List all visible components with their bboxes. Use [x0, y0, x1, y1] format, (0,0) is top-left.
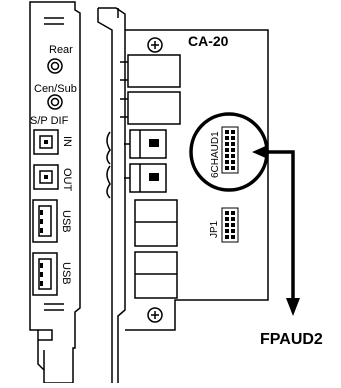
spdif-label: S/P DIF	[30, 115, 69, 127]
spdif-out-optical-port-icon	[33, 164, 59, 190]
usb-bottom-label: USB	[60, 262, 72, 285]
header-6chaud1-label: 6CHAUD1	[210, 131, 221, 178]
optical-connector-out	[106, 163, 167, 199]
screw-hole-top-icon	[147, 37, 163, 53]
pcb-board	[125, 29, 269, 331]
usb-top-label: USB	[60, 210, 72, 233]
spdif-in-label: IN	[61, 136, 73, 147]
callout-arrow-icon	[252, 145, 300, 316]
usb-port-top-pins	[40, 210, 43, 233]
header-jp1-outline	[221, 207, 239, 243]
cen-sub-label: Cen/Sub	[34, 83, 77, 95]
rear-audio-jack-icon	[47, 58, 63, 74]
pci-bracket-front	[29, 1, 81, 384]
spdif-in-optical-port-icon	[33, 129, 59, 155]
cen-sub-audio-jack-icon	[47, 94, 63, 110]
spdif-out-label: OUT	[61, 168, 73, 192]
pci-bracket-side	[97, 7, 126, 383]
usb-port-bottom-icon	[32, 252, 58, 296]
usb-port-bottom-pins	[40, 263, 43, 286]
audio-jack-block-rear	[120, 54, 181, 88]
spdif-out-core	[44, 175, 48, 179]
usb-connector-bottom-side	[134, 251, 178, 299]
callout-label: FPAUD2	[260, 331, 323, 348]
screw-hole-bottom-icon	[147, 307, 163, 323]
rear-label: Rear	[49, 44, 73, 56]
model-label: CA-20	[188, 33, 229, 49]
audio-jack-block-censub	[120, 91, 181, 125]
arrow-down-icon	[286, 298, 300, 316]
header-6chaud1-outline	[221, 126, 239, 174]
optical-connector-in-tab	[149, 139, 159, 147]
header-jp1-label: JP1	[209, 220, 220, 238]
optical-connector-in	[106, 129, 167, 165]
usb-port-top-icon	[32, 199, 58, 243]
header-jp1-pins	[225, 211, 235, 239]
optical-connector-out-tab	[149, 173, 159, 181]
header-6chaud1-pins	[225, 130, 235, 170]
spdif-in-core	[44, 140, 48, 144]
usb-connector-top-side	[134, 199, 178, 247]
